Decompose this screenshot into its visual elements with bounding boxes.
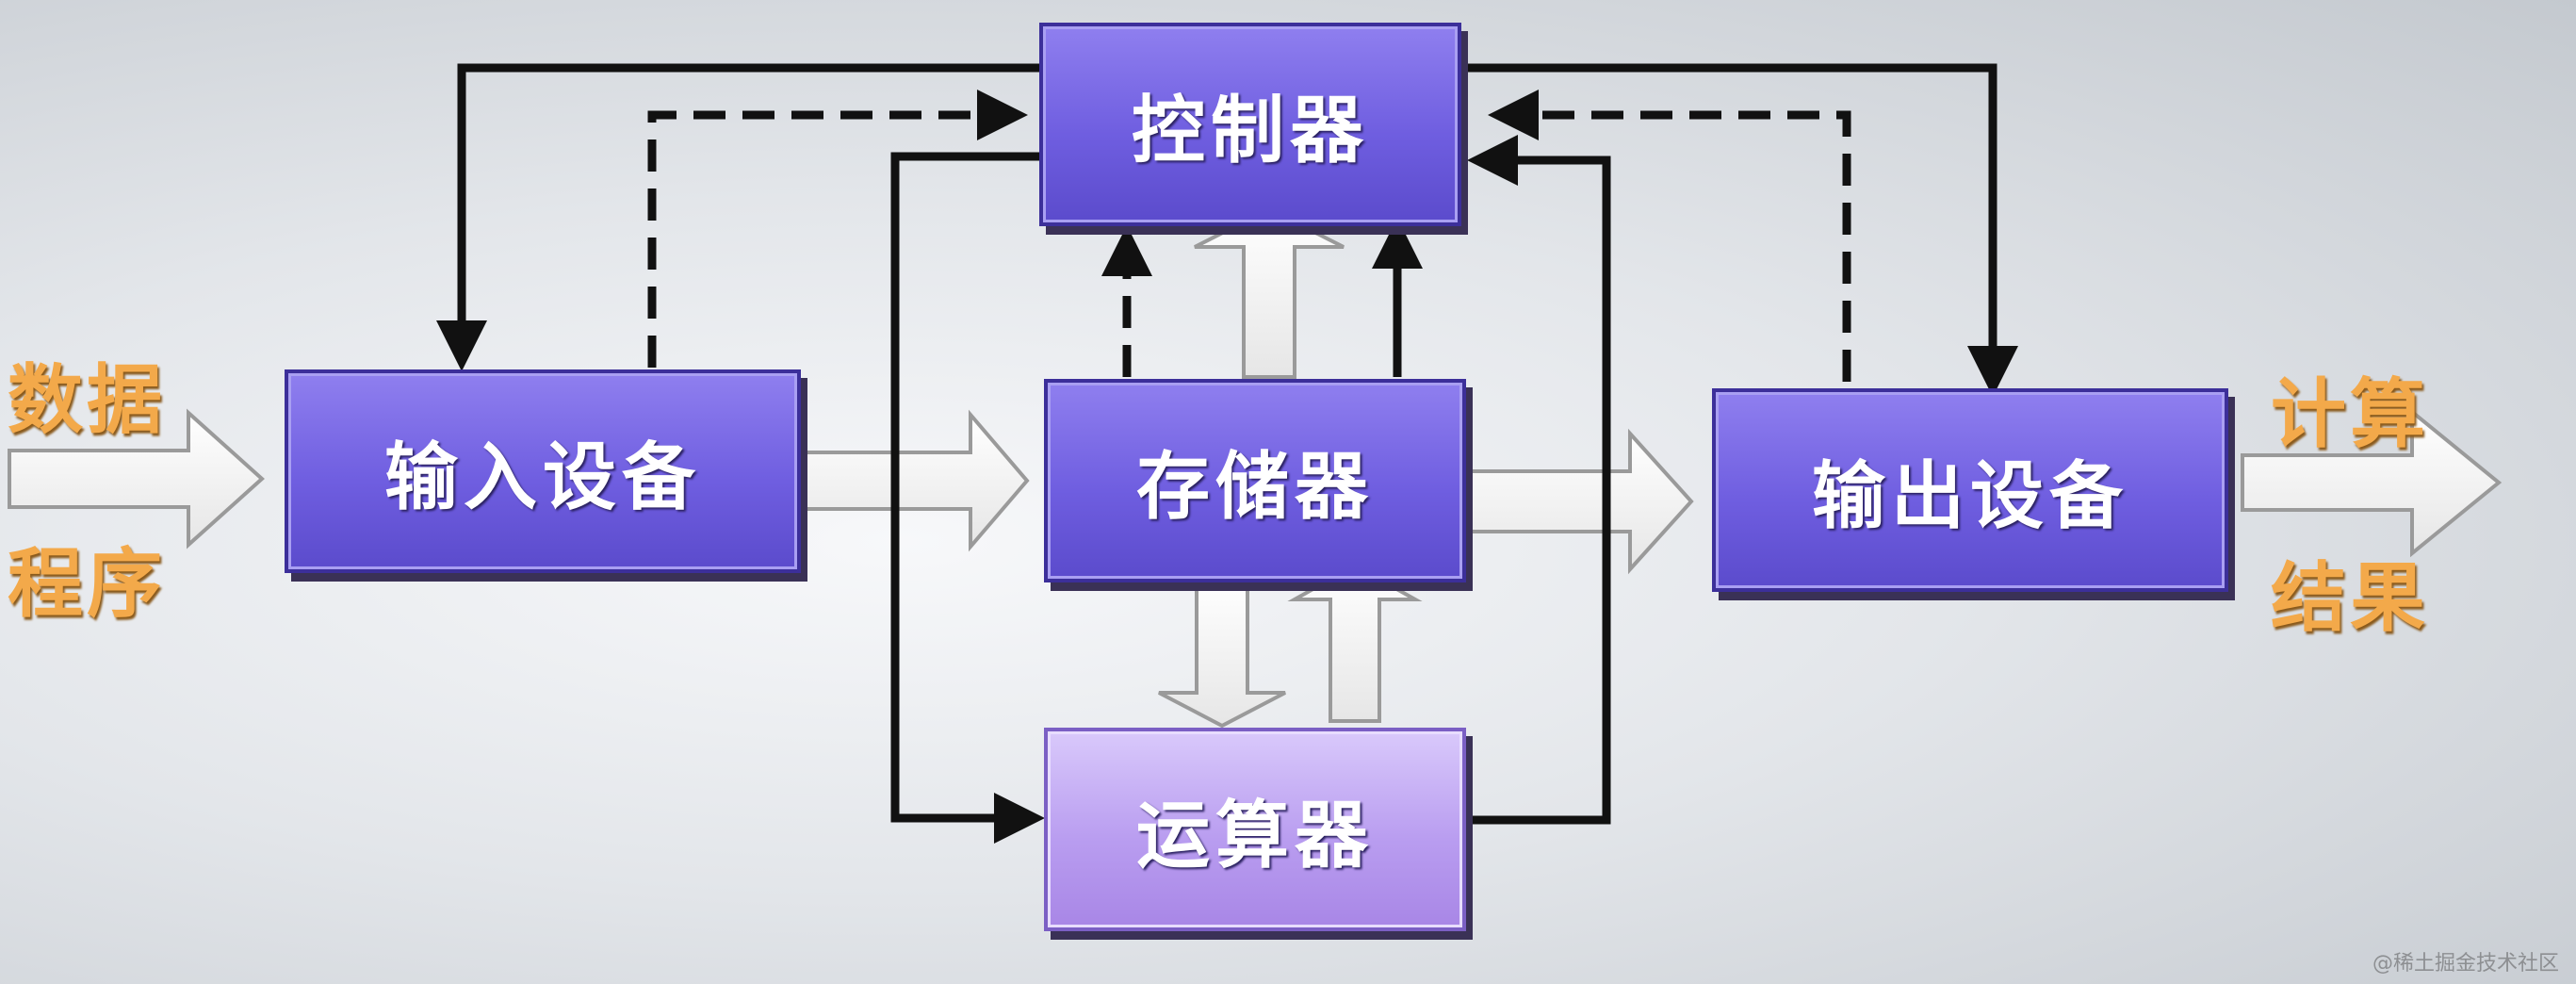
controller-to-alu-control-line <box>890 152 1045 844</box>
input-label-data: 数据 <box>8 356 166 444</box>
alu-to-controller-status-line <box>1467 135 1611 825</box>
controller-to-output-control-line <box>1467 63 2018 397</box>
memory-label: 存储器 <box>1135 445 1374 530</box>
controller-label: 控制器 <box>1131 89 1369 173</box>
result-output-arrow <box>2241 407 2503 558</box>
output-to-controller-dashed-line <box>1488 90 1851 382</box>
input-label-program: 程序 <box>8 540 166 628</box>
watermark: @稀土掘金技术社区 <box>2372 952 2559 976</box>
controller-box: 控制器 <box>1039 23 1461 226</box>
input-to-memory-arrow <box>803 409 1030 552</box>
alu-label: 运算器 <box>1135 794 1374 878</box>
input-to-controller-dashed-line <box>647 90 1028 368</box>
output-label-result: 结果 <box>2271 554 2429 642</box>
output-device-box: 输出设备 <box>1712 388 2228 592</box>
controller-to-input-control-line <box>436 63 1039 371</box>
memory-to-controller-arrow <box>1194 206 1345 379</box>
data-program-input-arrow <box>8 408 265 549</box>
input-device-label: 输入设备 <box>383 435 701 520</box>
alu-box: 运算器 <box>1044 728 1466 931</box>
memory-to-output-arrow <box>1468 428 1694 575</box>
alu-to-memory-arrow <box>1287 563 1423 723</box>
input-device-box: 输入设备 <box>285 369 801 573</box>
output-label-compute: 计算 <box>2271 370 2429 458</box>
output-device-label: 输出设备 <box>1811 454 2128 539</box>
memory-to-alu-arrow <box>1158 579 1286 729</box>
memory-box: 存储器 <box>1044 379 1466 582</box>
